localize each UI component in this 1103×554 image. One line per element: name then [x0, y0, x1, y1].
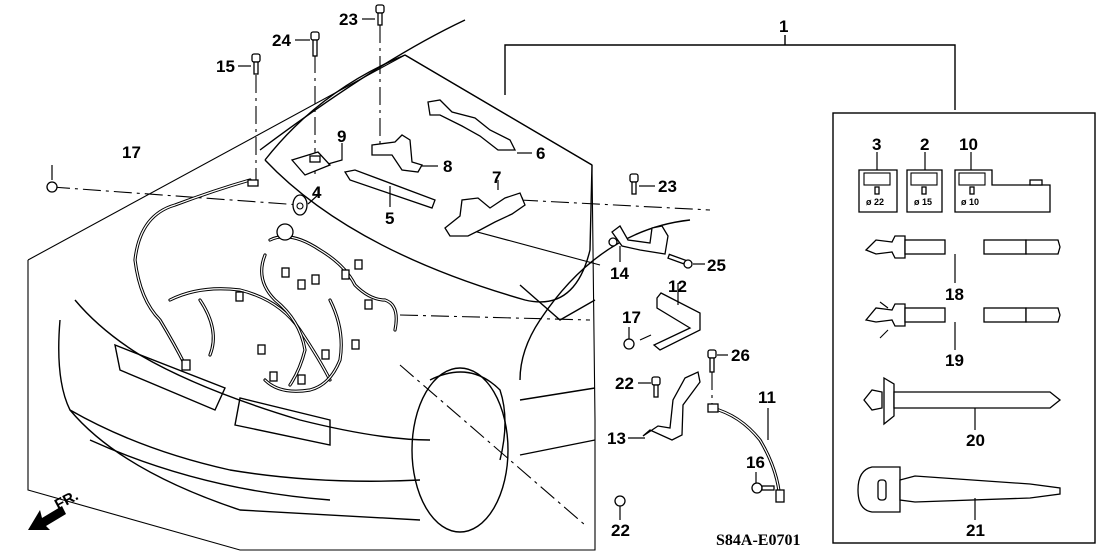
part-25-bolt [667, 253, 705, 269]
callout-8: 8 [443, 157, 452, 176]
callout-7: 7 [492, 168, 501, 187]
connector-10 [954, 152, 1051, 213]
callout-22-upper: 22 [615, 374, 634, 393]
callout-16: 16 [746, 453, 765, 472]
group-bracket-line [504, 44, 956, 110]
front-arrow-icon [28, 506, 66, 530]
callout-13: 13 [607, 429, 626, 448]
callout-9: 9 [337, 127, 346, 146]
callout-26: 26 [731, 346, 750, 365]
callout-17-left: 17 [122, 143, 141, 162]
callout-11: 11 [758, 388, 776, 407]
drawing-code: S84A-E0701 [716, 532, 800, 549]
fender-curve [519, 219, 691, 381]
callout-4: 4 [312, 183, 322, 202]
callout-21: 21 [966, 521, 985, 540]
front-wheel [411, 367, 509, 533]
part-14-bracket [608, 225, 669, 262]
side-line-1 [519, 284, 596, 321]
part-22-bolt-lower [614, 495, 626, 520]
part-4-grommet [292, 188, 319, 216]
callout-19: 19 [945, 351, 964, 370]
callout-18: 18 [945, 285, 964, 304]
frame-top-edge [27, 54, 596, 421]
grille-left [114, 343, 226, 411]
wheel-arch [429, 371, 506, 461]
callout-24: 24 [272, 31, 291, 50]
callout-25: 25 [707, 256, 726, 275]
grommet [276, 223, 294, 241]
part-7-bracket [444, 180, 526, 237]
connector-10-size: ø 10 [961, 197, 979, 207]
callout-23-right: 23 [658, 177, 677, 196]
callout-12: 12 [668, 277, 687, 296]
part-17-nut-right [623, 327, 652, 350]
callout-10: 10 [959, 135, 978, 154]
callouts: 1 2 3 4 5 6 7 8 9 10 11 12 13 14 15 16 1… [122, 10, 985, 549]
part-8-bracket [371, 134, 438, 173]
callout-17-right: 17 [622, 308, 641, 327]
front-direction-marker: FR. [28, 487, 81, 530]
part-23-bolt-top [362, 4, 385, 26]
windshield-line [259, 19, 466, 151]
part-16-bolt [751, 472, 775, 494]
callout-15: 15 [216, 57, 235, 76]
part-17-nut-left [46, 165, 58, 193]
callout-1: 1 [779, 17, 788, 36]
grille-right [234, 397, 331, 446]
fascia-line [74, 299, 431, 441]
part-26-bolt [707, 349, 728, 410]
side-line-3 [519, 439, 596, 456]
part-5-bracket-rail [343, 169, 436, 209]
parts-box [832, 112, 1096, 544]
part-12-bracket [652, 283, 701, 351]
clip-20 [863, 376, 1062, 430]
connector-3 [858, 152, 898, 213]
harness-connectors [181, 179, 373, 385]
part-9-bracket [290, 143, 343, 176]
callout-6: 6 [536, 144, 545, 163]
part-23-bolt-right [629, 173, 655, 195]
part-6-bracket-rail [427, 99, 532, 154]
callout-22-lower: 22 [611, 521, 630, 540]
frame-bottom-edge [27, 260, 596, 551]
part-24-bolt [295, 31, 320, 57]
callout-20: 20 [966, 431, 985, 450]
hood-front-edge [264, 159, 593, 303]
part-13-bracket [628, 371, 701, 441]
clip-21 [857, 466, 1061, 520]
part-1-group-bracket [504, 35, 956, 110]
lower-bumper-line-2 [89, 439, 331, 501]
connector-2 [906, 152, 943, 213]
connector-2-size: ø 15 [914, 197, 932, 207]
hood-right-edge [404, 54, 593, 166]
callout-2: 2 [920, 135, 929, 154]
callout-14: 14 [610, 264, 629, 283]
lower-bumper-line [69, 409, 421, 482]
part-22-bolt-upper [638, 376, 661, 398]
callout-3: 3 [872, 135, 881, 154]
connector-3-size: ø 22 [866, 197, 884, 207]
part-11-ground-cable [707, 403, 785, 503]
callout-5: 5 [385, 209, 394, 228]
engine-wire-harness [133, 178, 398, 393]
callout-23-top: 23 [339, 10, 358, 29]
side-line-2 [519, 387, 596, 401]
bumper-outline [58, 319, 421, 521]
clip-19 [864, 301, 1061, 350]
car-body-outline [27, 19, 691, 551]
clip-18 [864, 235, 1061, 283]
part-15-bolt [238, 53, 261, 75]
